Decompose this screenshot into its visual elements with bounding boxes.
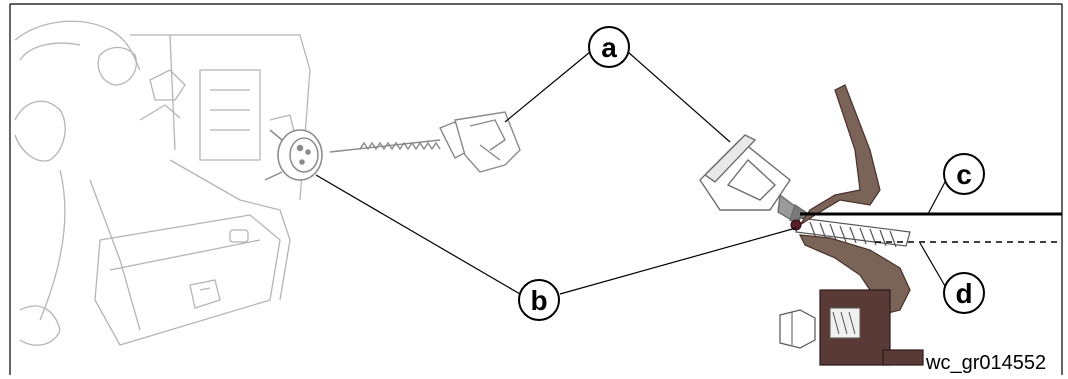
callout-b-label: b — [530, 285, 547, 316]
figure-frame — [9, 3, 1063, 375]
callout-a-label: a — [601, 32, 617, 63]
callout-b: b — [518, 279, 560, 321]
leader-lines — [315, 51, 946, 295]
figure-id: wc_gr014552 — [925, 352, 1046, 374]
dipstick-inserted — [699, 134, 811, 229]
drain-plug-block — [779, 289, 924, 366]
callout-c-label: c — [956, 159, 972, 190]
callout-c: c — [943, 153, 985, 195]
callout-a: a — [588, 26, 630, 68]
dipstick-removed — [329, 111, 521, 173]
engine-block-illustration — [14, 20, 311, 346]
gasket-section — [790, 84, 911, 316]
dipstick-port — [264, 129, 323, 181]
oil-level-lines — [800, 212, 1062, 243]
callout-d: d — [943, 272, 985, 314]
callout-d-label: d — [955, 278, 972, 309]
